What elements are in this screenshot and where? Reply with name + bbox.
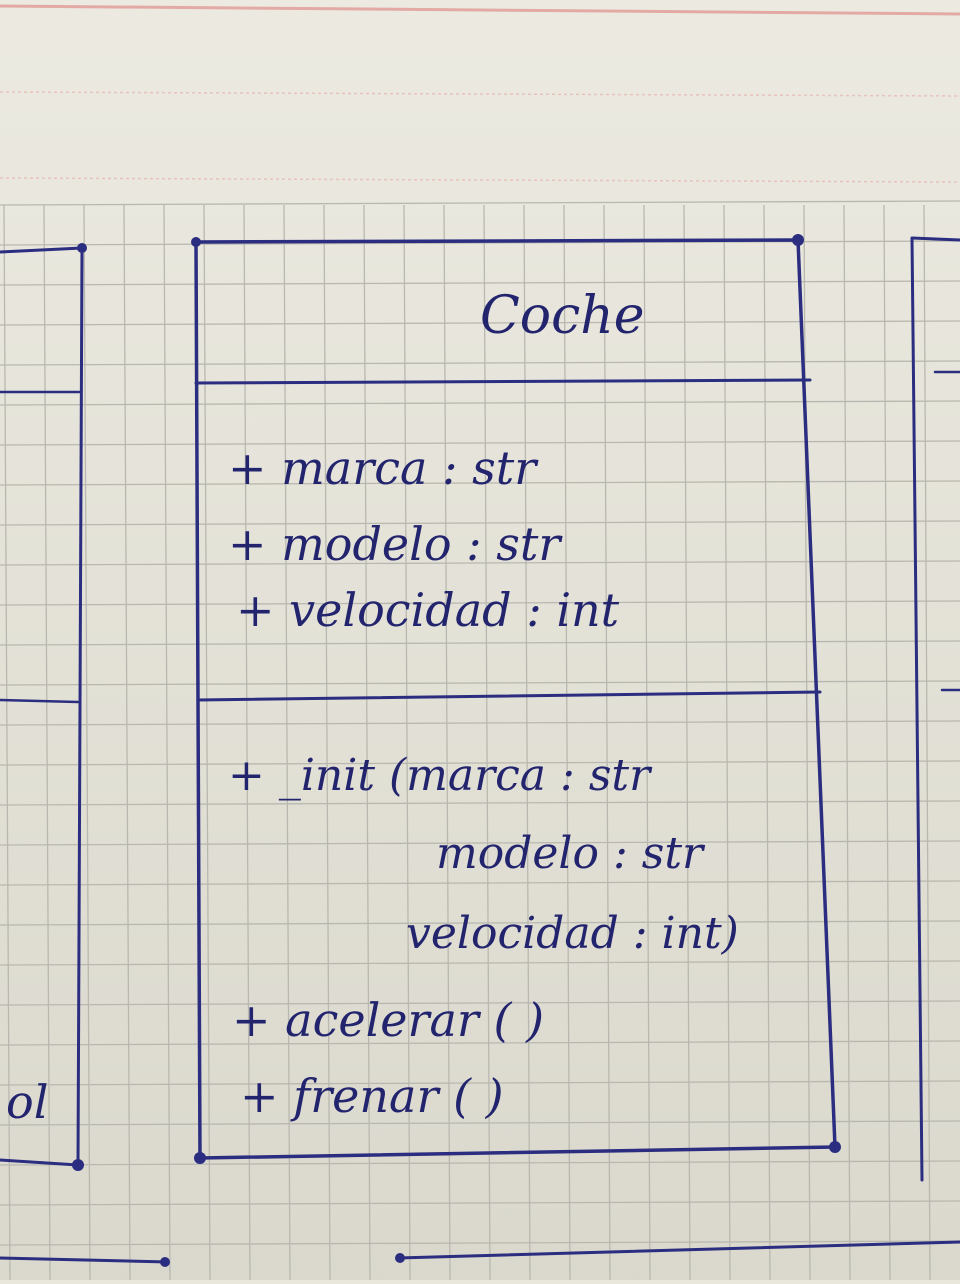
grid-line: [0, 960, 960, 966]
grid-line: [0, 880, 960, 886]
attributes-compartment: + marca : str + modelo : str + velocidad…: [228, 441, 620, 637]
grid-line: [0, 720, 960, 726]
grid-line: [123, 204, 131, 1281]
grid-line: [0, 840, 960, 846]
grid-line: [723, 204, 731, 1281]
grid-line: [0, 760, 960, 766]
method-row: + _init (marca : str: [228, 750, 653, 801]
grid-line: [203, 204, 211, 1281]
grid-line: [0, 520, 960, 526]
grid-line: [0, 280, 960, 286]
methods-compartment: + _init (marca : str modelo : str veloci…: [228, 750, 739, 1123]
grid-line: [323, 204, 331, 1281]
name-divider: [194, 378, 812, 385]
grid-line: [763, 204, 771, 1281]
grid-line: [283, 204, 291, 1281]
grid-line: [0, 680, 960, 686]
grid-line: [3, 204, 11, 1281]
method-param-row: velocidad : int): [406, 908, 739, 959]
grid-line: [0, 1040, 960, 1046]
grid-line: [0, 1120, 960, 1126]
method-row: + frenar ( ): [240, 1069, 504, 1123]
bottom-box-fragments: [0, 1240, 960, 1267]
grid-line: [0, 480, 960, 486]
attribute-row: + modelo : str: [228, 517, 563, 571]
attribute-row: + velocidad : int: [236, 583, 620, 637]
grid-line: [0, 1080, 960, 1086]
grid-line: [523, 204, 531, 1281]
grid-line: [0, 400, 960, 406]
left-class-box-fragment: ol: [0, 243, 87, 1171]
grid-line: [603, 204, 611, 1281]
grid-line: [43, 204, 51, 1281]
right-class-box-fragment: [910, 236, 960, 1182]
grid-line: [0, 920, 960, 926]
method-param-row: modelo : str: [436, 828, 706, 879]
grid-line: [0, 1000, 960, 1006]
method-row: + acelerar ( ): [232, 993, 544, 1047]
class-name: Coche: [480, 286, 644, 346]
attributes-divider: [196, 690, 822, 702]
grid-line: [83, 204, 91, 1281]
grid-line: [643, 204, 651, 1281]
grid-line: [883, 204, 891, 1281]
grid-line: [0, 200, 960, 206]
class-box-coche: Coche + marca : str + modelo : str + vel…: [191, 234, 841, 1164]
attribute-row: + marca : str: [228, 441, 539, 495]
grid-line: [0, 1200, 960, 1206]
grid-line: [163, 204, 171, 1281]
grid-line: [683, 204, 691, 1281]
grid-line: [843, 204, 851, 1281]
margin-lines: [0, 4, 960, 183]
grid-line: [0, 440, 960, 446]
grid-line: [363, 204, 371, 1281]
grid-line: [563, 204, 571, 1281]
grid-line: [0, 600, 960, 606]
grid-line: [923, 204, 931, 1281]
grid-line: [483, 204, 491, 1281]
grid-line: [0, 640, 960, 646]
grid-line: [0, 360, 960, 366]
grid-line: [0, 1240, 960, 1246]
grid-line: [0, 800, 960, 806]
grid-line: [403, 204, 411, 1281]
grid-line: [0, 560, 960, 566]
grid-line: [443, 204, 451, 1281]
left-box-label-fragment: ol: [6, 1075, 48, 1129]
grid-line: [0, 1160, 960, 1166]
